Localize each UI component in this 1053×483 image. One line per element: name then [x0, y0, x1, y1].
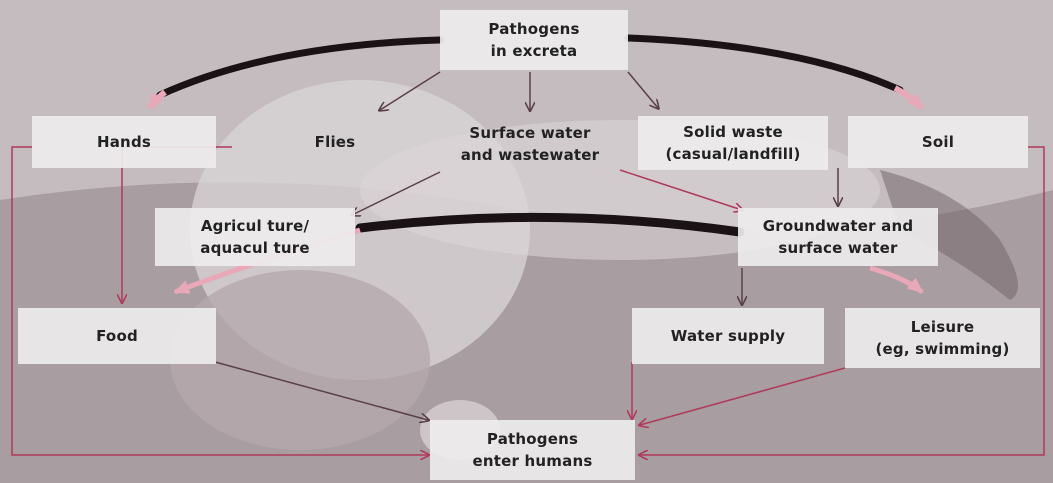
node-soil: Soil	[848, 116, 1028, 168]
node-flies: Flies	[270, 122, 400, 162]
node-groundwater: Groundwater and surface water	[738, 208, 938, 266]
node-leisure: Leisure (eg, swimming)	[845, 308, 1040, 368]
arrow-excreta-flies	[380, 72, 440, 110]
arc-right	[628, 38, 900, 90]
arrow-hands-humans	[12, 147, 428, 455]
arrow-food-humans	[215, 362, 428, 420]
arc-left	[160, 40, 440, 95]
node-surface-water: Surface water and wastewater	[430, 118, 630, 170]
arc-middle-pink-right	[870, 268, 922, 292]
node-pathogens-in-excreta: Pathogens in excreta	[440, 10, 628, 70]
arc-right-pink	[895, 88, 922, 108]
arrow-surfacewater-groundwater	[620, 170, 742, 210]
node-agriculture: Agricul ture/ aquacul ture	[155, 208, 355, 266]
arrow-excreta-solidwaste	[628, 72, 658, 108]
node-solid-waste: Solid waste (casual/landfill)	[638, 116, 828, 170]
node-hands: Hands	[32, 116, 216, 168]
arrow-surfacewater-agriculture	[352, 172, 440, 215]
node-water-supply: Water supply	[632, 308, 824, 364]
node-food: Food	[18, 308, 216, 364]
node-pathogens-enter-humans: Pathogens enter humans	[430, 420, 635, 480]
arc-middle	[360, 217, 740, 232]
arrow-leisure-humans	[640, 368, 845, 425]
